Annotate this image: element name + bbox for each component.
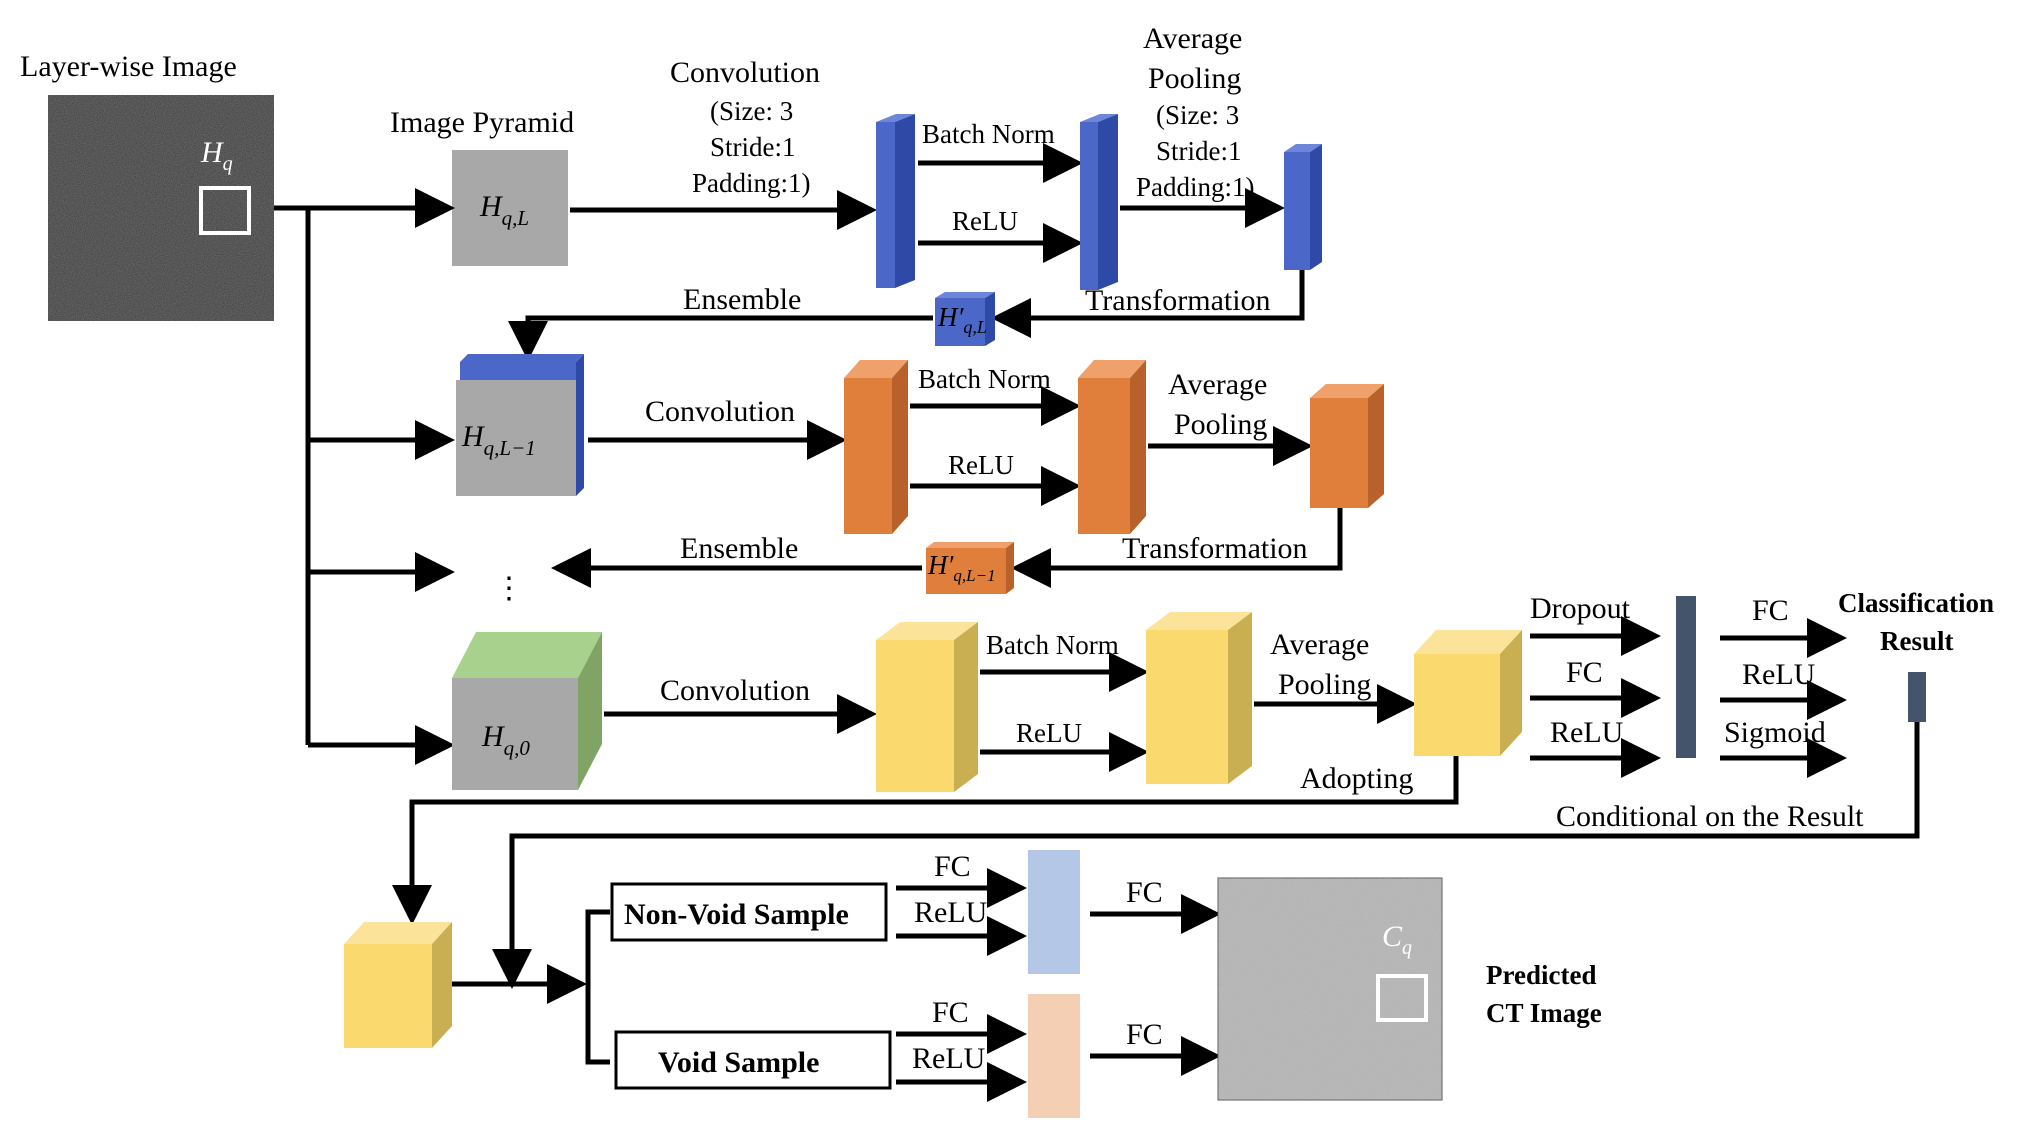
orange-pool-block — [1310, 384, 1384, 508]
average-label-row2: Average — [1168, 368, 1267, 401]
void-sample-box — [614, 1030, 892, 1090]
relu-label-row1: ReLU — [952, 206, 1018, 236]
conv-label-row2: Convolution — [645, 395, 795, 428]
layer-wise-image — [48, 95, 274, 321]
conv-stride-label: Stride:1 — [710, 132, 796, 162]
dropout-label: Dropout — [1530, 592, 1631, 625]
relu-label-row3: ReLU — [1016, 718, 1082, 748]
fc-label-head-1: FC — [1566, 656, 1603, 689]
ensemble-label-row2: Ensemble — [680, 532, 798, 565]
ensemble-arrow-row1 — [508, 315, 933, 361]
sigmoid-label: Sigmoid — [1724, 716, 1826, 749]
predicted-ct-image — [1217, 877, 1443, 1101]
void-sample-label: Void Sample — [658, 1046, 819, 1079]
void-feature-bar — [1028, 994, 1080, 1118]
h-q-l-1-label: Hq,L−1 — [461, 420, 536, 460]
branch-bracket — [585, 909, 610, 1065]
h-prime-q-l-label: H′q,L — [937, 302, 987, 337]
adopting-label: Adopting — [1300, 762, 1413, 795]
relu-label-row2: ReLU — [948, 450, 1014, 480]
classifier-feature-bar — [1676, 596, 1696, 758]
h-prime-q-l-1-label: H′q,L−1 — [927, 550, 996, 585]
h-q-0-label: Hq,0 — [481, 720, 530, 760]
pooling-label-row2: Pooling — [1174, 408, 1267, 441]
relu-label-head-1: ReLU — [1550, 716, 1624, 749]
classification-result-bar — [1908, 672, 1926, 722]
conditional-arrow — [492, 722, 1920, 989]
image-pyramid-label: Image Pyramid — [390, 106, 574, 139]
blue-conv-block-1 — [876, 114, 915, 288]
conv-label-row1: Convolution — [670, 56, 820, 89]
h-q-label: Hq — [200, 136, 233, 175]
average-label-row3: Average — [1270, 628, 1369, 661]
pool-size-label: (Size: 3 — [1156, 100, 1239, 130]
blue-conv-block-2 — [1080, 114, 1118, 290]
non-void-feature-bar — [1028, 850, 1080, 974]
batch-norm-label-row3: Batch Norm — [986, 630, 1119, 660]
yellow-pool-block — [1414, 630, 1522, 756]
relu-label-void: ReLU — [912, 1042, 986, 1075]
orange-conv-block-2 — [1078, 360, 1146, 534]
relu-label-nonvoid: ReLU — [914, 896, 988, 929]
h-q-l-1-cube — [456, 354, 584, 496]
pooling-label-row3: Pooling — [1278, 668, 1371, 701]
layer-wise-image-label: Layer-wise Image — [20, 50, 237, 83]
fc-label-void-2: FC — [1126, 1018, 1163, 1051]
yellow-conv-block-2 — [1146, 612, 1252, 784]
non-void-sample-label: Non-Void Sample — [624, 898, 849, 931]
h-q-patch-box — [199, 186, 251, 235]
ct-image-label: CT Image — [1486, 998, 1602, 1028]
transformation-label-row2: Transformation — [1122, 532, 1308, 565]
adopted-feature-cube — [344, 922, 452, 1048]
h-q-l-cube — [452, 150, 568, 266]
h-prime-q-l-block — [935, 292, 995, 346]
transformation-arrow-row2 — [1011, 508, 1343, 588]
pool-stride-label: Stride:1 — [1156, 136, 1242, 166]
classification-label: Classification — [1838, 588, 1994, 618]
h-q-l-label: Hq,L — [479, 190, 529, 230]
pool-padding-label: Padding:1) — [1136, 172, 1255, 202]
transformation-arrow-row1 — [991, 270, 1305, 338]
fc-label-head-2: FC — [1752, 594, 1789, 627]
blue-pool-block — [1284, 144, 1322, 270]
h-q-0-cube — [452, 632, 602, 790]
relu-label-head-2: ReLU — [1742, 658, 1816, 691]
yellow-conv-block-1 — [876, 622, 978, 792]
adopting-arrow — [392, 756, 1459, 925]
fc-label-nonvoid-2: FC — [1126, 876, 1163, 909]
batch-norm-label-row2: Batch Norm — [918, 364, 1051, 394]
fc-label-void-1: FC — [932, 996, 969, 1029]
non-void-sample-box — [610, 882, 888, 942]
vertical-ellipsis: ⋮ — [494, 572, 524, 605]
c-q-label: Cq — [1382, 920, 1412, 959]
h-prime-q-l-1-block — [926, 542, 1014, 594]
batch-norm-label-row1: Batch Norm — [922, 119, 1055, 149]
result-label: Result — [1880, 626, 1954, 656]
c-q-patch-box — [1376, 974, 1428, 1022]
transformation-label-row1: Transformation — [1085, 284, 1271, 317]
conv-padding-label: Padding:1) — [692, 168, 811, 198]
conditional-label: Conditional on the Result — [1556, 800, 1864, 833]
conv-size-label: (Size: 3 — [710, 96, 793, 126]
predicted-label: Predicted — [1486, 960, 1596, 990]
conv-label-row3: Convolution — [660, 674, 810, 707]
pooling-label-row1: Pooling — [1148, 62, 1241, 95]
fc-label-nonvoid-1: FC — [934, 850, 971, 883]
ensemble-label-row1: Ensemble — [683, 283, 801, 316]
orange-conv-block-1 — [844, 360, 908, 534]
average-label-row1: Average — [1143, 22, 1242, 55]
